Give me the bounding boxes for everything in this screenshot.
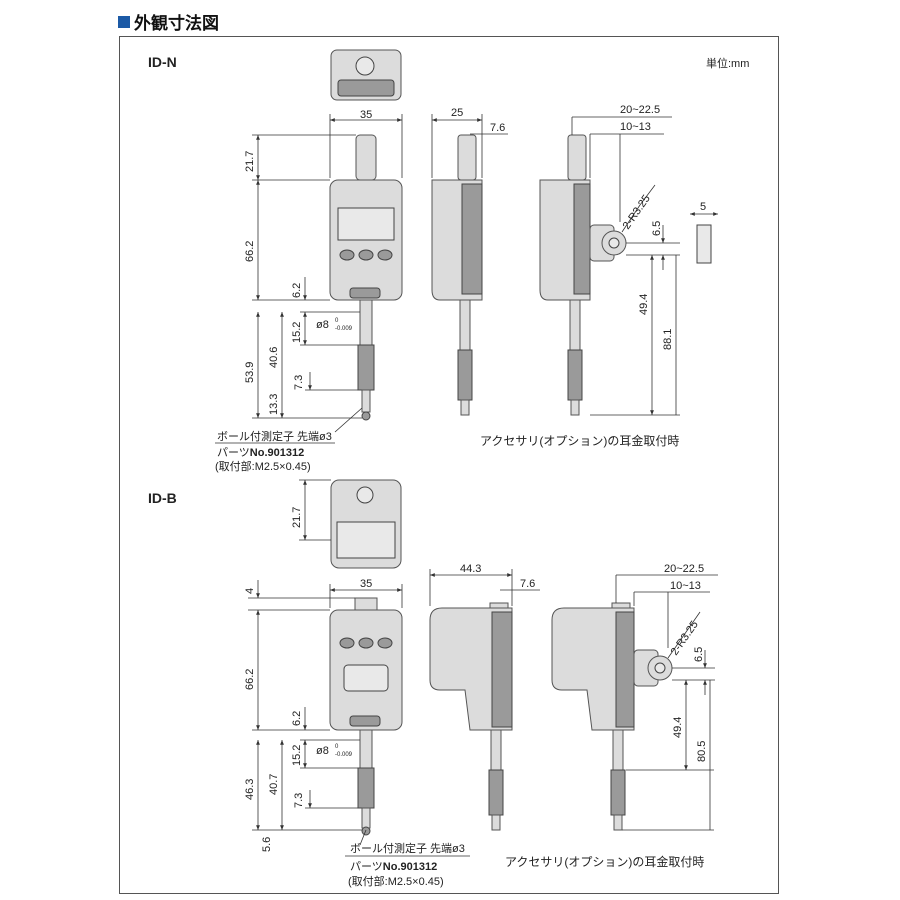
id-n-dim-lug-height2: 88.1 xyxy=(662,329,674,350)
id-n-dim-depth: 25 xyxy=(451,107,463,119)
id-b-dim-lug-range1: 20~22.5 xyxy=(664,563,704,575)
drawing-frame xyxy=(119,36,779,894)
id-n-probe-note: ボール付測定子 先端ø3 xyxy=(217,429,332,443)
id-b-top-view xyxy=(330,479,402,569)
id-n-dim-stem-tol-lower: -0.009 xyxy=(335,326,353,332)
id-n-dim-lug-range1: 20~22.5 xyxy=(620,104,660,116)
id-b-probe-note: ボール付測定子 先端ø3 xyxy=(350,841,465,855)
id-b-dim-lug-height2: 80.5 xyxy=(696,741,708,762)
id-b-dim-lug-height1: 49.4 xyxy=(672,717,684,738)
id-n-accessory-caption: アクセサリ(オプション)の耳金取付時 xyxy=(480,433,679,448)
id-b-front-view xyxy=(329,597,403,836)
id-b-dim-lug-range2: 10~13 xyxy=(670,580,701,592)
unit-label: 単位:mm xyxy=(706,56,749,70)
id-n-dim-travel-total: 53.9 xyxy=(244,362,256,383)
heading-square-icon xyxy=(118,15,130,28)
heading-title: 外観寸法図 xyxy=(134,14,219,33)
id-b-dim-spindle-a: 7.3 xyxy=(293,793,305,808)
id-n-parts-note: パーツNo.901312 xyxy=(217,446,304,459)
id-n-dim-lug-offset: 6.5 xyxy=(651,221,663,236)
id-n-parts-mount: (取付部:M2.5×0.45) xyxy=(215,459,311,473)
id-b-dim-width: 35 xyxy=(360,578,372,590)
id-b-dim-body-height: 66.2 xyxy=(244,669,256,690)
id-n-dim-lug-range2: 10~13 xyxy=(620,121,651,133)
id-n-dim-lower-len: 40.6 xyxy=(268,347,280,368)
id-n-dim-stem-tol-upper: 0 xyxy=(335,318,339,324)
id-n-dim-spindle-a: 7.3 xyxy=(293,375,305,390)
id-b-accessory-caption: アクセサリ(オプション)の耳金取付時 xyxy=(505,854,704,869)
model-label-id-b: ID-B xyxy=(148,490,177,506)
id-n-dim-stem-len: 15.2 xyxy=(291,322,303,343)
id-b-dim-front-offset: 7.6 xyxy=(520,578,535,590)
id-b-dim-stem-tol-lower: -0.009 xyxy=(335,752,353,758)
id-n-dim-stem-dia: ø8 xyxy=(316,319,329,331)
id-b-lug-view xyxy=(551,602,673,831)
id-b-dim-spindle-b: 5.6 xyxy=(261,837,273,852)
id-n-dim-body-height: 66.2 xyxy=(244,241,256,262)
section-heading: 外観寸法図 xyxy=(118,9,219,34)
id-b-dim-bottom-gap: 6.2 xyxy=(291,711,303,726)
id-b-dim-depth: 44.3 xyxy=(460,563,481,575)
id-n-lug-view xyxy=(539,134,627,416)
id-b-parts-note: パーツNo.901312 xyxy=(350,860,437,873)
id-n-lug-detail xyxy=(696,224,712,264)
id-n-dim-front-offset: 7.6 xyxy=(490,122,505,134)
id-n-top-view xyxy=(330,49,402,101)
id-n-front-view xyxy=(329,134,403,421)
id-n-dim-bottom-gap: 6.2 xyxy=(291,283,303,298)
id-n-drawings: 35 25 7.6 21.7 66.2 6.2 15.2 ø8 0 -0.009… xyxy=(215,49,718,473)
id-b-dim-stem-tol-upper: 0 xyxy=(335,744,339,750)
id-b-drawings: 21.7 35 4 44.3 7.6 66.2 6.2 15.2 ø8 0 -0… xyxy=(244,479,718,888)
id-b-dim-stem-len: 15.2 xyxy=(291,745,303,766)
id-b-dim-cap-height: 4 xyxy=(244,588,256,594)
id-n-dim-lug-thickness: 5 xyxy=(700,201,706,213)
id-b-dim-stem-dia: ø8 xyxy=(316,745,329,757)
model-label-id-n: ID-N xyxy=(148,54,177,70)
id-b-dim-top-height: 21.7 xyxy=(291,507,303,528)
id-n-dim-spindle-b: 13.3 xyxy=(268,394,280,415)
id-n-dim-top-height: 21.7 xyxy=(244,151,256,172)
id-n-side-view xyxy=(431,134,483,416)
id-n-dim-lug-radius: 2-R3.25 xyxy=(621,193,653,232)
id-b-parts-mount: (取付部:M2.5×0.45) xyxy=(348,874,444,888)
id-b-side-view xyxy=(429,602,513,831)
id-n-dim-width: 35 xyxy=(360,109,372,121)
id-b-dim-lug-offset: 6.5 xyxy=(693,647,705,662)
id-n-dim-lug-height1: 49.4 xyxy=(638,294,650,315)
id-b-dim-lower-len: 40.7 xyxy=(268,774,280,795)
id-b-dim-travel-total: 46.3 xyxy=(244,779,256,800)
